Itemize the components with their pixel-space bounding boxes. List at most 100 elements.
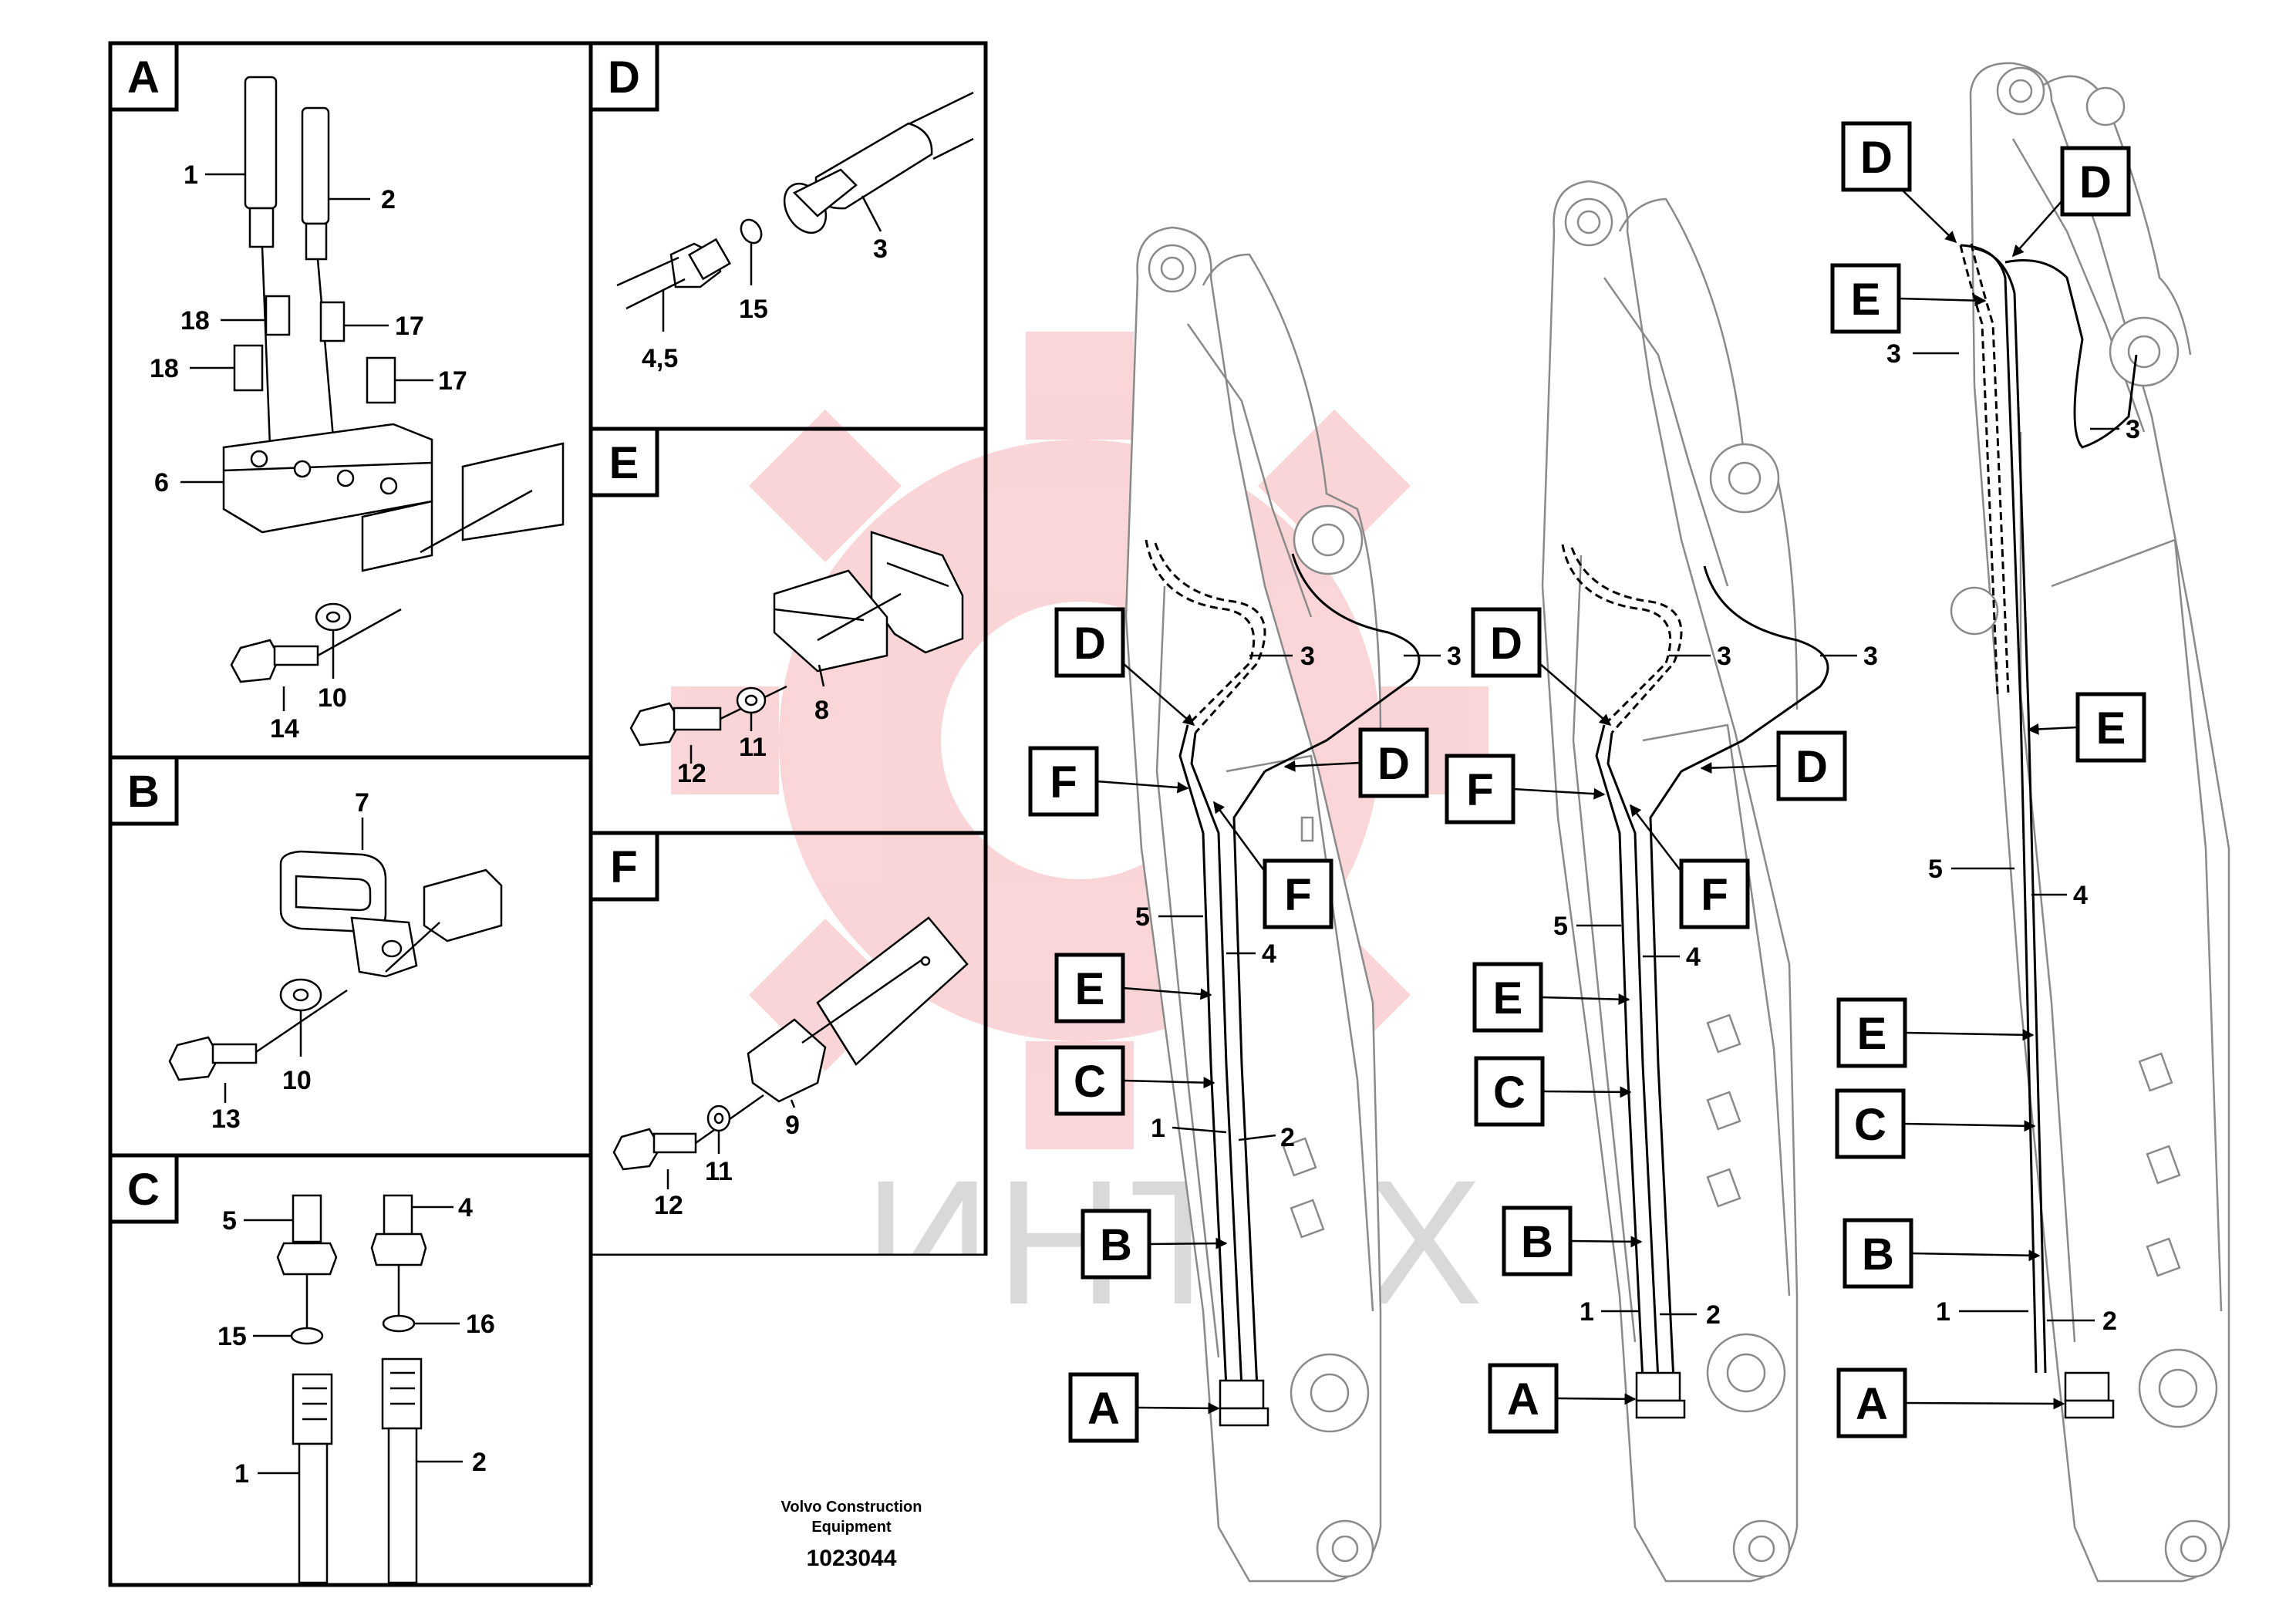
svg-text:E: E [2096, 703, 2126, 754]
panel-d: D 3 15 4,5 [588, 41, 974, 373]
boom-2-label-e: E [1472, 962, 1543, 1033]
svg-text:5: 5 [1553, 912, 1568, 941]
svg-text:4: 4 [1686, 943, 1701, 972]
svg-text:7: 7 [355, 788, 369, 818]
boom-2-label-a: A [1488, 1363, 1559, 1434]
boom-2-label-d-right: D [1776, 730, 1847, 801]
footer: Volvo Construction Equipment 1023044 [781, 1499, 922, 1571]
svg-text:B: B [1521, 1217, 1553, 1267]
svg-text:F: F [1284, 870, 1311, 920]
svg-text:B: B [127, 767, 160, 817]
boom-1-label-c: C [1054, 1045, 1125, 1116]
boom-2-label-c: C [1474, 1056, 1545, 1127]
panel-a: A [108, 41, 565, 744]
svg-text:15: 15 [217, 1322, 247, 1351]
svg-text:C: C [1074, 1057, 1106, 1107]
boom-3-label-d-left: D [1841, 121, 1912, 192]
panel-f: F 12 11 9 [588, 831, 969, 1220]
bolt-12-icon [629, 685, 787, 747]
boom-2-label-f-right: F [1679, 858, 1750, 929]
boom-1: D F D F E C B A 3 3 5 4 1 [1028, 226, 1462, 1583]
boom-3-label-b: B [1843, 1218, 1913, 1289]
boom-3-labels: D D E E E C B A 3 3 5 4 1 [1830, 121, 2146, 1438]
panel-d-letter: D [588, 41, 659, 112]
bolt-13-icon [168, 989, 348, 1081]
boom-2-label-d-upper: D [1471, 607, 1542, 678]
manifold-block-icon [222, 423, 565, 572]
svg-text:3: 3 [1863, 642, 1878, 671]
boom-3-label-e-lower: E [1836, 997, 1907, 1068]
svg-text:2: 2 [2102, 1307, 2117, 1336]
washer-11f-icon [706, 1104, 731, 1132]
boom-2-label-f-left: F [1445, 754, 1515, 824]
svg-text:4,5: 4,5 [642, 344, 678, 373]
hose-3-end-icon [783, 91, 974, 234]
svg-text:6: 6 [154, 468, 169, 497]
svg-text:1: 1 [1936, 1297, 1950, 1327]
svg-text:13: 13 [211, 1104, 241, 1134]
panel-e-callouts: 12 11 8 [677, 664, 829, 788]
company-line-2: Equipment [811, 1519, 892, 1536]
boom-1-label-d-upper: D [1054, 607, 1125, 678]
svg-text:10: 10 [318, 683, 347, 713]
boom-3-outline [1950, 62, 2230, 1583]
svg-text:B: B [1100, 1220, 1132, 1270]
svg-text:11: 11 [705, 1157, 733, 1186]
svg-text:D: D [2079, 157, 2112, 207]
svg-text:C: C [1854, 1100, 1886, 1150]
boom-1-label-e: E [1054, 953, 1125, 1023]
svg-text:2: 2 [1280, 1123, 1295, 1152]
svg-text:F: F [1701, 870, 1728, 920]
svg-text:3: 3 [1300, 642, 1315, 671]
clamp-7-icon [279, 850, 503, 978]
boom-1-hoses [1145, 539, 1421, 1427]
svg-text:D: D [608, 52, 640, 103]
boom-3: D D E E E C B A 3 3 5 4 1 [1830, 62, 2230, 1583]
panel-c-letter: C [108, 1153, 179, 1224]
hose-45-fitting-icon [616, 238, 732, 310]
svg-text:3: 3 [1886, 339, 1901, 369]
clamp-8-icon [773, 569, 902, 673]
panel-a-letter: A [108, 41, 179, 112]
svg-text:4: 4 [458, 1193, 473, 1222]
boom-3-label-a: A [1836, 1367, 1907, 1438]
svg-text:4: 4 [1262, 939, 1276, 969]
company-line-1: Volvo Construction [781, 1499, 922, 1516]
svg-text:C: C [1493, 1067, 1526, 1118]
svg-text:1: 1 [1580, 1297, 1594, 1327]
svg-text:A: A [127, 52, 160, 103]
svg-text:5: 5 [222, 1206, 237, 1236]
o-ring-16-icon [382, 1314, 416, 1333]
hose-1-icon [244, 76, 278, 487]
boom-2-label-b: B [1502, 1206, 1573, 1276]
svg-text:E: E [1851, 275, 1881, 325]
washer-10-icon [315, 602, 352, 632]
o-ring-15-icon [290, 1327, 324, 1345]
detail-frame [108, 41, 989, 1587]
svg-text:5: 5 [1928, 855, 1943, 884]
boom-3-hoses [1959, 243, 2138, 1419]
svg-text:D: D [1074, 619, 1106, 669]
svg-text:11: 11 [739, 733, 767, 762]
svg-text:E: E [609, 438, 639, 488]
svg-text:3: 3 [1717, 642, 1731, 671]
hose-5-fitting-icon [276, 1194, 338, 1334]
svg-text:4: 4 [2073, 881, 2088, 910]
panel-e-letter: E [588, 427, 659, 497]
fitting-17-icon [319, 301, 396, 404]
panel-f-letter: F [588, 831, 659, 902]
hose-1-end-icon [292, 1373, 333, 1584]
svg-text:5: 5 [1135, 902, 1150, 932]
washer-10b-icon [279, 978, 322, 1012]
hose-2-icon [301, 106, 341, 510]
svg-text:D: D [1377, 739, 1410, 789]
svg-text:1: 1 [184, 160, 198, 190]
svg-text:2: 2 [381, 185, 396, 214]
svg-text:B: B [1862, 1229, 1894, 1280]
svg-text:F: F [610, 842, 637, 892]
svg-text:2: 2 [1706, 1300, 1721, 1330]
svg-text:18: 18 [180, 306, 210, 336]
bolt-12f-icon [612, 1094, 764, 1171]
fitting-18-icon [233, 295, 291, 392]
